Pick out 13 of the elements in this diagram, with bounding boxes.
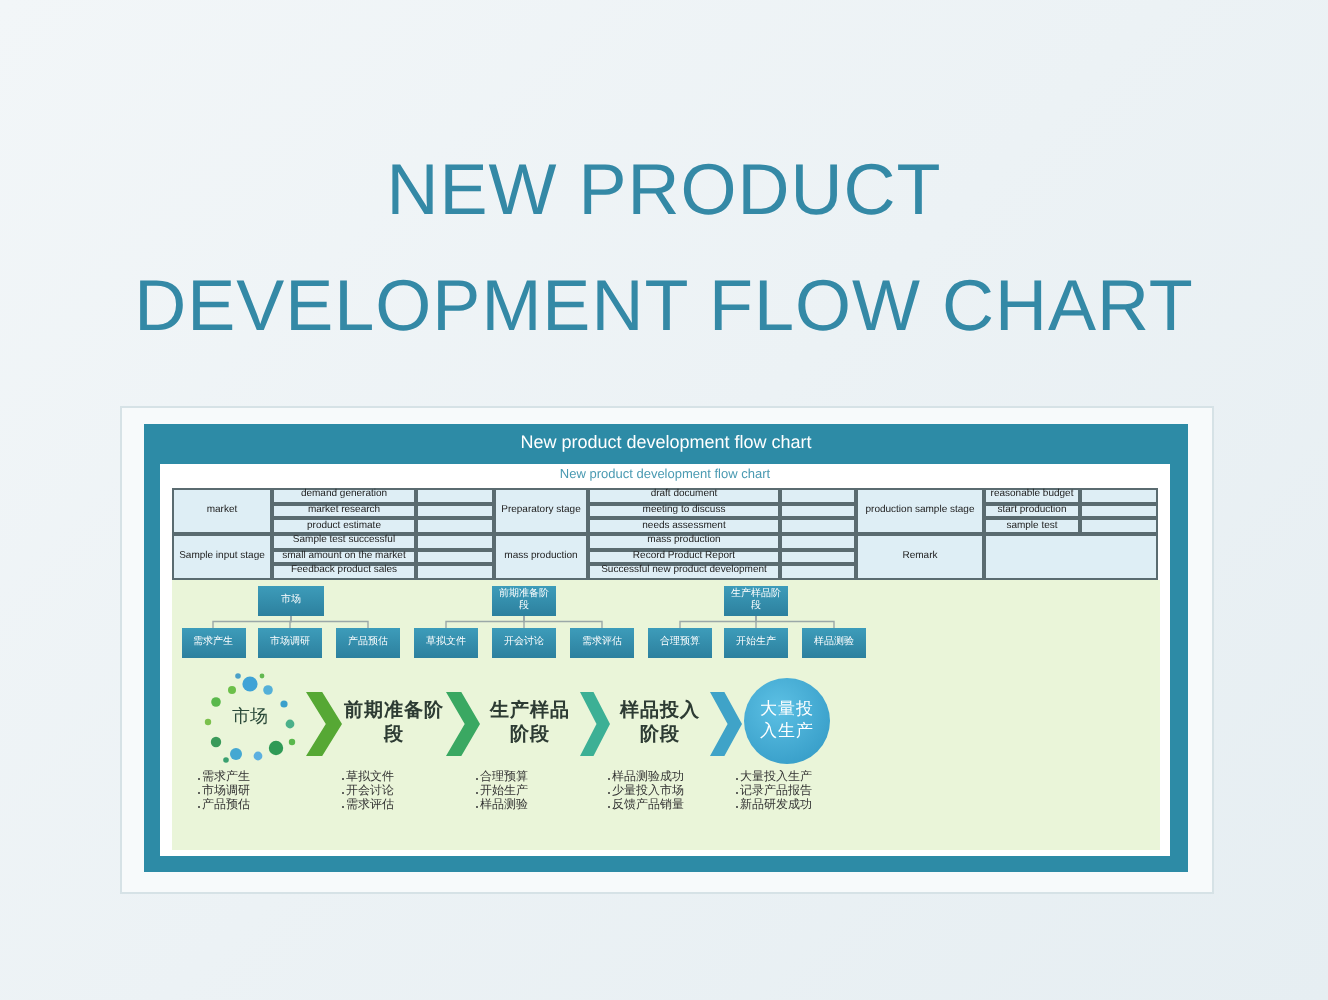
header-text: New product development flow chart xyxy=(518,430,814,456)
connector-line xyxy=(755,614,835,629)
stage-label: 市场 xyxy=(230,706,270,730)
stage-label: 生产样品阶段 xyxy=(482,696,578,752)
chevron-arrow xyxy=(580,692,610,756)
title: NEW PRODUCT DEVELOPMENT FLOW CHART xyxy=(132,146,1196,350)
stage-label: 样品投入阶段 xyxy=(612,696,708,752)
chevron-arrow xyxy=(710,692,742,756)
connector-line xyxy=(290,614,369,629)
chevron-arrow xyxy=(306,692,342,756)
chevron-arrow xyxy=(446,692,480,756)
connector-line xyxy=(523,614,603,629)
stage-label: 前期准备阶段 xyxy=(344,696,444,752)
